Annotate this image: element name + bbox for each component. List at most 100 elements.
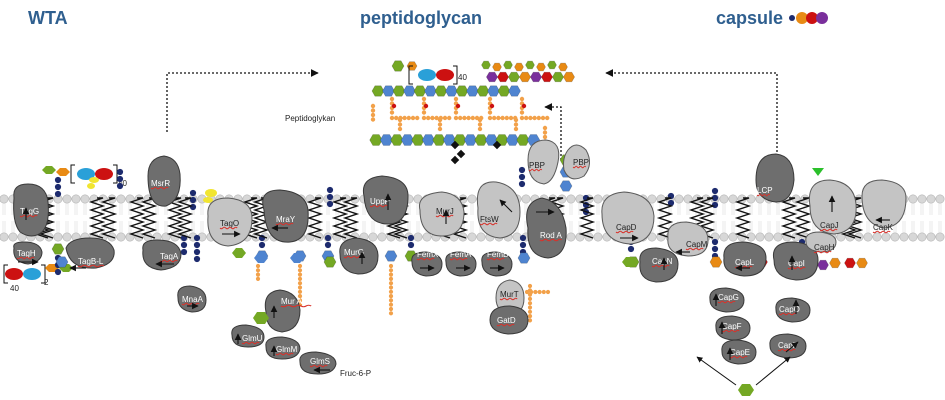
protein-tagA-label: TagA bbox=[160, 252, 179, 261]
sugar-unit bbox=[481, 60, 491, 70]
sugar-unit bbox=[51, 243, 65, 255]
protein-capE-label: CapE bbox=[730, 348, 750, 357]
sugar-unit bbox=[508, 85, 521, 97]
protein-murAF-label: Mur A-F bbox=[281, 297, 310, 306]
sugar-unit bbox=[492, 62, 502, 72]
sugar-unit bbox=[400, 134, 415, 146]
protein-glmU: GlmU bbox=[231, 324, 265, 348]
protein-capE: CapE bbox=[721, 339, 757, 365]
sugar-unit bbox=[508, 71, 520, 83]
protein-capI-label: CapI bbox=[788, 259, 805, 268]
protein-msrR: MsrR bbox=[147, 155, 181, 207]
protein-tagO-label: TagO bbox=[220, 219, 239, 228]
capsule-export-arrow bbox=[605, 69, 778, 160]
wta-export-arrow bbox=[166, 69, 319, 132]
wta-sub-2: 2 bbox=[44, 278, 49, 287]
protein-capJ: CapJ bbox=[808, 179, 857, 235]
capsule-title: capsule bbox=[716, 8, 783, 28]
sugar-unit bbox=[474, 134, 488, 146]
protein-capL-label: CapL bbox=[735, 258, 755, 267]
protein-murG: MurG bbox=[339, 237, 379, 275]
protein-femA: FemA bbox=[445, 250, 477, 277]
protein-mnaA: MnaA bbox=[177, 285, 207, 313]
sugar-unit bbox=[817, 259, 829, 271]
protein-uppP: UppP bbox=[362, 175, 409, 225]
pg-repeat-n: 40 bbox=[458, 73, 467, 82]
sugar-unit bbox=[432, 134, 446, 146]
protein-glmS-label: GlmS bbox=[310, 357, 330, 366]
capsule-legend-icon bbox=[789, 12, 828, 24]
protein-mnaA-label: MnaA bbox=[182, 295, 204, 304]
protein-capG-label: CapG bbox=[718, 293, 739, 302]
sugar-unit bbox=[486, 71, 498, 83]
protein-capD: CapD bbox=[601, 191, 655, 245]
protein-capG: CapG bbox=[709, 287, 745, 313]
sugar-unit bbox=[547, 60, 557, 70]
protein-lcp: LCP bbox=[755, 153, 795, 203]
sugar-unit bbox=[558, 62, 568, 72]
protein-capP: CapP bbox=[769, 333, 807, 359]
sugar-unit bbox=[463, 134, 478, 146]
sugar-unit bbox=[541, 71, 553, 83]
protein-capF-label: CapF bbox=[722, 322, 742, 331]
protein-femX-label: FemX bbox=[417, 250, 439, 259]
sugar-unit bbox=[519, 71, 531, 83]
protein-glmU-label: GlmU bbox=[242, 334, 263, 343]
sugar-unit bbox=[371, 85, 385, 97]
protein-lcp-label: LCP bbox=[757, 186, 773, 195]
protein-tagG-label: TagG bbox=[20, 207, 39, 216]
protein-capM-label: CapM bbox=[686, 240, 708, 249]
protein-ftsW-label: FtsW bbox=[480, 215, 499, 224]
protein-gatD: GatD bbox=[489, 305, 529, 335]
sugar-unit bbox=[563, 71, 575, 83]
protein-rodA: Rod A bbox=[526, 197, 567, 259]
sugar-unit bbox=[466, 85, 479, 97]
protein-pbp1: PBP bbox=[527, 139, 560, 185]
sugar-unit bbox=[411, 134, 425, 146]
protein-gatD-label: GatD bbox=[497, 316, 516, 325]
sugar-unit bbox=[552, 71, 564, 83]
sugar-unit bbox=[421, 134, 436, 146]
protein-murJ-label: MurJ bbox=[436, 207, 454, 216]
sugar-unit bbox=[514, 62, 524, 72]
protein-capK: CapK bbox=[861, 179, 907, 234]
sugar-unit bbox=[403, 85, 416, 97]
sugar-unit bbox=[424, 85, 437, 97]
protein-pbp2-label: PBP bbox=[573, 158, 589, 167]
sugar-unit bbox=[434, 85, 448, 97]
sugar-unit bbox=[55, 256, 69, 268]
protein-msrR-label: MsrR bbox=[151, 179, 170, 188]
wta-polymer-bottom: 40 2 bbox=[3, 264, 73, 293]
sugar-unit bbox=[391, 60, 405, 72]
fruc6p-label: Fruc-6-P bbox=[340, 369, 371, 378]
protein-capN-label: CapN bbox=[652, 257, 673, 266]
protein-femB: FemB bbox=[481, 250, 513, 277]
protein-capK-label: CapK bbox=[873, 223, 894, 232]
sugar-unit bbox=[323, 256, 337, 268]
protein-femX: FemX bbox=[411, 250, 443, 277]
sugar-unit bbox=[525, 60, 535, 70]
protein-capH: CapH bbox=[805, 231, 837, 254]
protein-mraY: MraY bbox=[262, 189, 309, 243]
peptidoglykan-label: Peptidoglykan bbox=[285, 114, 335, 123]
wta-title: WTA bbox=[28, 8, 68, 28]
protein-capD-label: CapD bbox=[616, 223, 637, 232]
pg-bracket: 40 bbox=[408, 65, 467, 85]
protein-murG-label: MurG bbox=[344, 248, 364, 257]
sugar-unit bbox=[379, 134, 394, 146]
sugar-unit bbox=[709, 256, 723, 268]
protein-tagO: TagO bbox=[207, 197, 253, 247]
protein-mraY-label: MraY bbox=[276, 215, 296, 224]
sugar-unit bbox=[455, 85, 469, 97]
protein-pbp2: PBP bbox=[563, 144, 590, 180]
protein-tagA: TagA bbox=[142, 239, 182, 271]
sugar-unit bbox=[413, 85, 427, 97]
sugar-unit bbox=[384, 250, 398, 262]
peptidoglycan-title: peptidoglycan bbox=[360, 8, 482, 28]
sugar-unit bbox=[536, 62, 546, 72]
sugar-unit bbox=[829, 257, 841, 269]
protein-murT-label: MurT bbox=[500, 290, 519, 299]
